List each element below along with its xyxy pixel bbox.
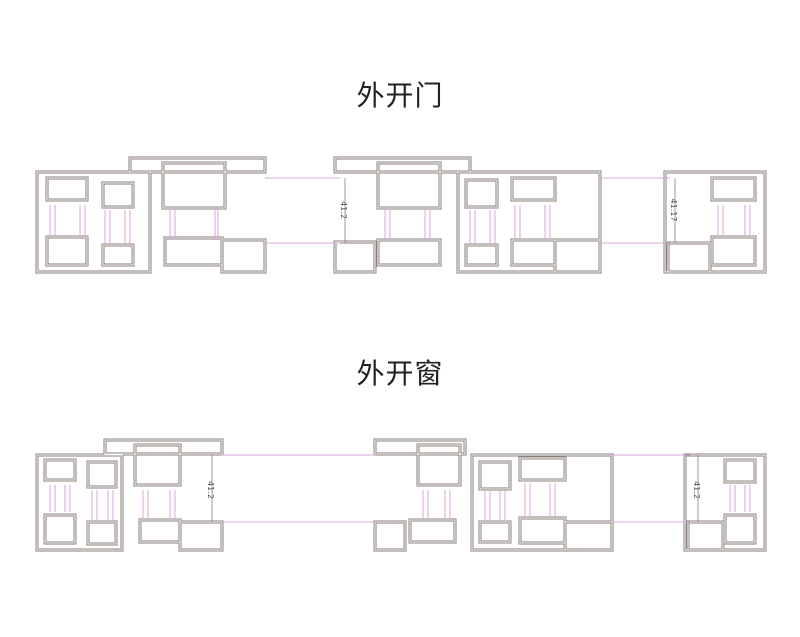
- window-dimension-2: 41.2: [692, 455, 701, 522]
- door-section-title: 外开门: [356, 79, 444, 112]
- window-profiles: [35, 438, 767, 552]
- window-dimension-1: 41.2: [206, 455, 215, 522]
- door-glass-lines: [49, 177, 751, 245]
- door-dimension-1: 41.2: [339, 178, 348, 243]
- dimension-label: 41.2: [206, 481, 215, 499]
- dimension-label: 41.2: [339, 201, 348, 219]
- window-section-title: 外开窗: [356, 357, 444, 390]
- dimension-label: 41.2: [692, 481, 701, 499]
- door-dimension-2: 41.17: [669, 178, 678, 243]
- dimension-label: 41.17: [669, 199, 678, 222]
- window-glass-lines: [49, 454, 751, 523]
- door-profiles: [35, 156, 767, 274]
